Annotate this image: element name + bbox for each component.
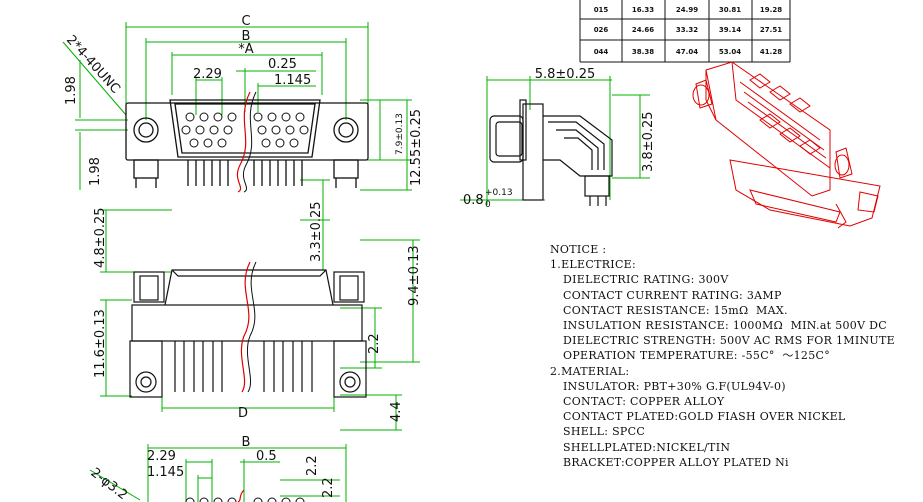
notice-line: DIELECTRIC STRENGTH: 500V AC RMS FOR 1MI… <box>563 334 895 348</box>
notice-line: OPERATION TEMPERATURE: -55C° ～125C° <box>563 349 831 363</box>
hole-callout-bottom: 2-φ3.2 <box>88 465 131 502</box>
table-cell: 044 <box>594 48 609 56</box>
table-cell: 47.04 <box>676 48 698 56</box>
dim-1-98-top: 1.98 <box>64 76 79 105</box>
dim-4-4: 4.4 <box>389 401 404 422</box>
notice-line: DIELECTRIC RATING: 300V <box>563 273 729 287</box>
bottom-view: B 2.29 1.145 0.5 2.2 2.2 2-φ3.2 <box>88 435 347 502</box>
dim-0-8-tol-minus: 0 <box>485 200 491 210</box>
table-cell: 16.33 <box>632 6 654 14</box>
notice-line: CONTACT: COPPER ALLOY <box>563 395 725 409</box>
side-view: 5.8±0.25 3.8±0.25 0.8 +0.13 0 <box>460 67 656 210</box>
pin-holes <box>181 112 309 148</box>
top-view-dimensions <box>62 22 412 270</box>
table-cell: 53.04 <box>719 48 741 56</box>
notice-section-electric: 1.ELECTRICE: <box>550 258 636 272</box>
dimension-table <box>579 0 791 63</box>
dim-0-5: 0.5 <box>256 449 277 464</box>
dim-0-25: 0.25 <box>268 57 297 72</box>
dim-2-2: 2.2 <box>367 333 382 354</box>
dim-3-3: 3.3±0.25 <box>309 201 324 262</box>
notice-line: CONTACT RESISTANCE: 15mΩ MAX. <box>563 303 788 317</box>
dim-3-8: 3.8±0.25 <box>641 111 656 172</box>
dim-2-29: 2.29 <box>193 67 222 82</box>
notice-line: SHELL: SPCC <box>563 425 646 439</box>
table-cell: 24.66 <box>632 26 654 34</box>
table-cell: 30.81 <box>719 6 741 14</box>
dim-4-8: 4.8±0.25 <box>93 207 108 268</box>
table-cell: 38.38 <box>632 48 654 56</box>
notice-line: SHELLPLATED:NICKEL/TIN <box>563 440 731 454</box>
table-cell: 41.28 <box>760 48 782 56</box>
table-cell: 015 <box>594 6 609 14</box>
dim-a: *A <box>238 42 254 57</box>
dim-b: B <box>242 29 251 44</box>
notice-line: BRACKET:COPPER ALLOY PLATED Ni <box>563 455 789 469</box>
dim-b-bottom: B <box>242 435 251 450</box>
table-cell: 33.32 <box>676 26 698 34</box>
front-view: 4.8±0.25 9.4±0.13 2.2 11.6±0.13 4.4 D <box>93 207 422 431</box>
top-view-body <box>125 99 369 188</box>
dim-12-55: 12.55±0.25 <box>409 109 424 186</box>
notice-line: CONTACT PLATED:GOLD FIASH OVER NICKEL <box>563 410 846 424</box>
dimension-table-cells: 015 16.33 24.99 30.81 19.28 026 24.66 33… <box>594 6 783 56</box>
notice-line: CONTACT CURRENT RATING: 3AMP <box>563 288 782 302</box>
dim-d: D <box>238 406 248 421</box>
notice-block: NOTICE : 1.ELECTRICE: DIELECTRIC RATING:… <box>550 242 895 470</box>
notice-line: INSULATION RESISTANCE: 1000MΩ MIN.at 500… <box>563 319 887 333</box>
dim-0-8-tol-plus: +0.13 <box>485 188 513 198</box>
isometric-view <box>692 61 881 229</box>
dim-0-8: 0.8 <box>463 193 484 208</box>
notice-section-material: 2.MATERIAL: <box>550 364 630 378</box>
dim-2-2a: 2.2 <box>305 455 320 476</box>
dim-11-6: 11.6±0.13 <box>93 309 108 378</box>
notice-line: INSULATOR: PBT+30% G.F(UL94V-0) <box>563 379 786 393</box>
table-cell: 026 <box>594 26 609 34</box>
dim-2-2b: 2.2 <box>321 477 336 498</box>
dim-7-9: 7.9±0.13 <box>395 113 405 155</box>
notice-title: NOTICE : <box>550 243 607 256</box>
dim-9-4: 9.4±0.13 <box>407 245 422 306</box>
dim-5-8: 5.8±0.25 <box>535 67 596 82</box>
dim-c: C <box>241 14 250 29</box>
top-view: C B *A 0.25 2.29 1.145 2*4-40UNC 1.98 1.… <box>62 14 424 270</box>
table-cell: 19.28 <box>760 6 782 14</box>
dim-1-145-bottom: 1.145 <box>147 465 184 480</box>
dim-2-29-bottom: 2.29 <box>147 449 176 464</box>
break-line <box>236 91 251 193</box>
table-cell: 39.14 <box>719 26 741 34</box>
dim-1-98-bottom: 1.98 <box>88 157 103 186</box>
table-cell: 27.51 <box>760 26 782 34</box>
table-cell: 24.99 <box>676 6 698 14</box>
dim-1-145: 1.145 <box>274 73 311 88</box>
